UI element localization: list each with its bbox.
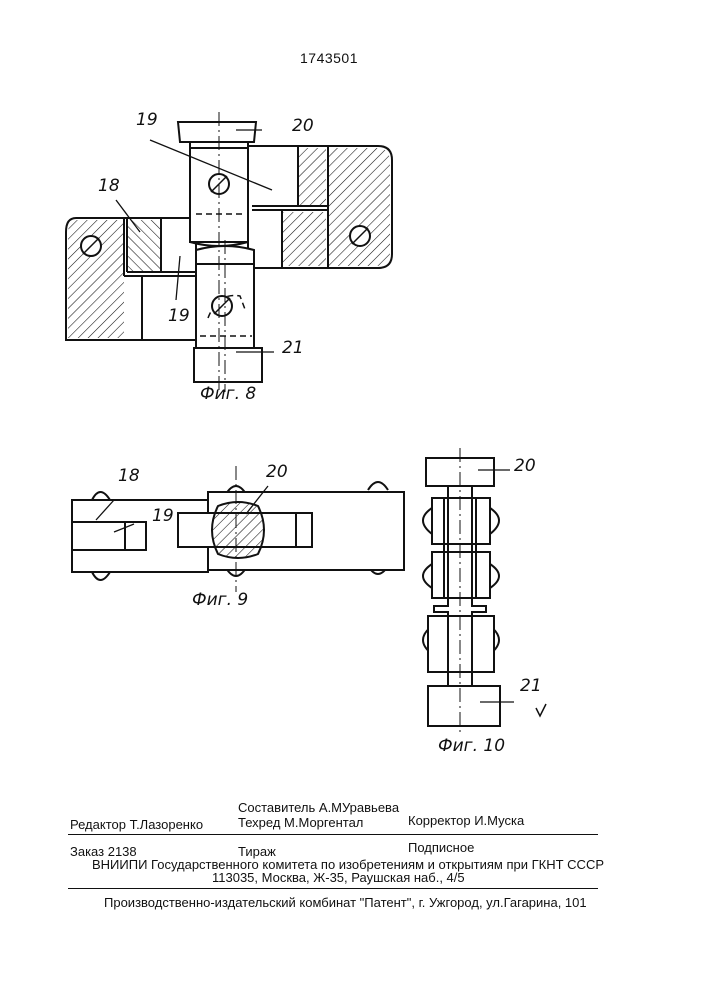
- label-21-fig10: 21: [520, 676, 542, 696]
- label-18-fig9: 18: [118, 466, 140, 486]
- imprint-corrector: Корректор И.Муска: [408, 813, 524, 828]
- caption-fig-8: Фиг. 8: [200, 384, 256, 404]
- imprint-divider-bottom: [68, 888, 598, 889]
- label-19-lower: 19: [168, 306, 190, 326]
- label-20-fig8: 20: [292, 116, 314, 136]
- imprint-subscription: Подписное: [408, 840, 474, 855]
- imprint-compiler: Составитель А.МУравьева: [238, 800, 399, 815]
- imprint-editor: Редактор Т.Лазоренко: [70, 817, 203, 832]
- label-19-fig9: 19: [152, 506, 174, 526]
- label-20-fig10: 20: [514, 456, 536, 476]
- label-18-fig8: 18: [98, 176, 120, 196]
- imprint-address: 113035, Москва, Ж-35, Раушская наб., 4/5: [212, 870, 465, 885]
- imprint-divider-top: [68, 834, 598, 835]
- caption-fig-10: Фиг. 10: [438, 736, 505, 756]
- label-19-upper: 19: [136, 110, 158, 130]
- imprint-techred: Техред М.Моргентал: [238, 815, 363, 830]
- figure-8-drawing: [66, 112, 392, 392]
- label-21-fig8: 21: [282, 338, 304, 358]
- imprint-printer: Производственно-издательский комбинат "П…: [104, 895, 587, 910]
- label-20-fig9: 20: [266, 462, 288, 482]
- caption-fig-9: Фиг. 9: [192, 590, 248, 610]
